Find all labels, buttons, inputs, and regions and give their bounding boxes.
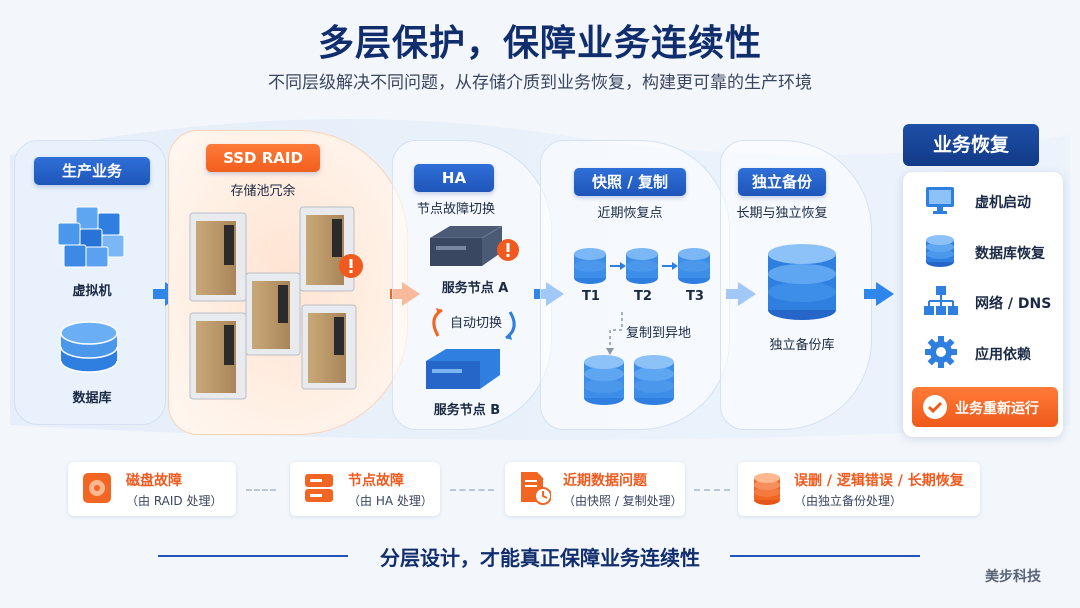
raid-caption: 存储池冗余 — [230, 184, 296, 199]
issue-card: 节点故障 （由 HA 处理） — [290, 462, 440, 516]
backup-store-label: 独立备份库 — [769, 338, 835, 353]
document-clock-icon — [521, 472, 551, 505]
issue-title: 节点故障 — [348, 473, 404, 489]
vm-label: 虚拟机 — [72, 284, 112, 299]
recovery-item: 虚机启动 — [975, 195, 1031, 211]
snapshot-label: 快照 / 复制 — [574, 168, 686, 196]
node-b-label: 服务节点 B — [433, 403, 501, 418]
recovery-item: 数据库恢复 — [975, 246, 1045, 262]
brand-watermark: 美步科技 — [985, 569, 1041, 585]
backup-caption: 长期与独立恢复 — [736, 206, 828, 221]
db-label: 数据库 — [72, 391, 112, 406]
monitor-icon — [926, 187, 954, 214]
snapshot-t2: T2 — [634, 289, 652, 304]
connector — [450, 489, 494, 491]
replicate-dashed-arrow — [606, 312, 623, 355]
warning-icon — [497, 239, 519, 261]
page-title: 多层保护，保障业务连续性 — [317, 23, 762, 64]
issue-title: 误删 / 逻辑错误 / 长期恢复 — [794, 473, 964, 489]
database-icon — [754, 473, 780, 505]
connector — [246, 489, 276, 491]
recovery-title: 业务恢复 — [903, 124, 1039, 166]
issue-sub: （由独立备份处理） — [794, 494, 903, 508]
database-icon — [60, 321, 118, 373]
divider — [730, 555, 920, 557]
snapshot-t1: T1 — [582, 289, 600, 304]
backup-label: 独立备份 — [738, 168, 826, 196]
server-icon — [426, 349, 500, 389]
auto-switch-label: 自动切换 — [449, 316, 502, 331]
issue-card: 磁盘故障 （由 RAID 处理） — [68, 462, 236, 516]
issue-title: 近期数据问题 — [563, 473, 647, 489]
snapshot-caption: 近期恢复点 — [597, 206, 663, 221]
divider — [158, 555, 348, 557]
raid-label: SSD RAID — [206, 144, 320, 172]
warning-icon — [339, 254, 363, 278]
backup-database-icon — [768, 244, 836, 320]
issue-card: 误删 / 逻辑错误 / 长期恢复 （由独立备份处理） — [738, 462, 980, 516]
connector — [694, 489, 730, 491]
ha-label: HA — [414, 164, 494, 192]
issue-sub: （由 RAID 处理） — [126, 494, 223, 508]
recovery-item: 应用依赖 — [975, 347, 1031, 363]
production-label: 生产业务 — [34, 157, 150, 185]
snapshot-db-icons — [574, 248, 710, 284]
snapshot-t3: T3 — [686, 289, 704, 304]
footer-slogan: 分层设计，才能真正保障业务连续性 — [380, 546, 700, 570]
issue-card: 近期数据问题 （由快照 / 复制处理） — [505, 462, 685, 516]
node-a-label: 服务节点 A — [441, 281, 509, 296]
switch-arrows-icon — [432, 308, 516, 340]
server-icon — [430, 225, 503, 266]
issue-sub: （由 HA 处理） — [348, 494, 433, 508]
ssd-array-icon — [189, 206, 357, 400]
network-icon — [924, 286, 958, 315]
replicate-label: 复制到异地 — [626, 326, 692, 341]
issue-sub: （由快照 / 复制处理） — [563, 494, 683, 508]
issue-title: 磁盘故障 — [126, 473, 182, 489]
database-icon — [926, 235, 954, 267]
page-subtitle: 不同层级解决不同问题，从存储介质到业务恢复，构建更可靠的生产环境 — [268, 73, 812, 93]
gear-icon — [925, 336, 957, 368]
check-icon — [923, 395, 947, 419]
server-icon — [305, 474, 333, 502]
disk-icon — [83, 473, 111, 503]
offsite-db-icons — [584, 355, 674, 405]
flow-arrow — [864, 282, 894, 306]
resume-label: 业务重新运行 — [955, 401, 1039, 417]
ha-caption: 节点故障切换 — [416, 202, 495, 217]
vm-cubes-icon — [57, 206, 125, 268]
recovery-item: 网络 / DNS — [975, 296, 1052, 312]
